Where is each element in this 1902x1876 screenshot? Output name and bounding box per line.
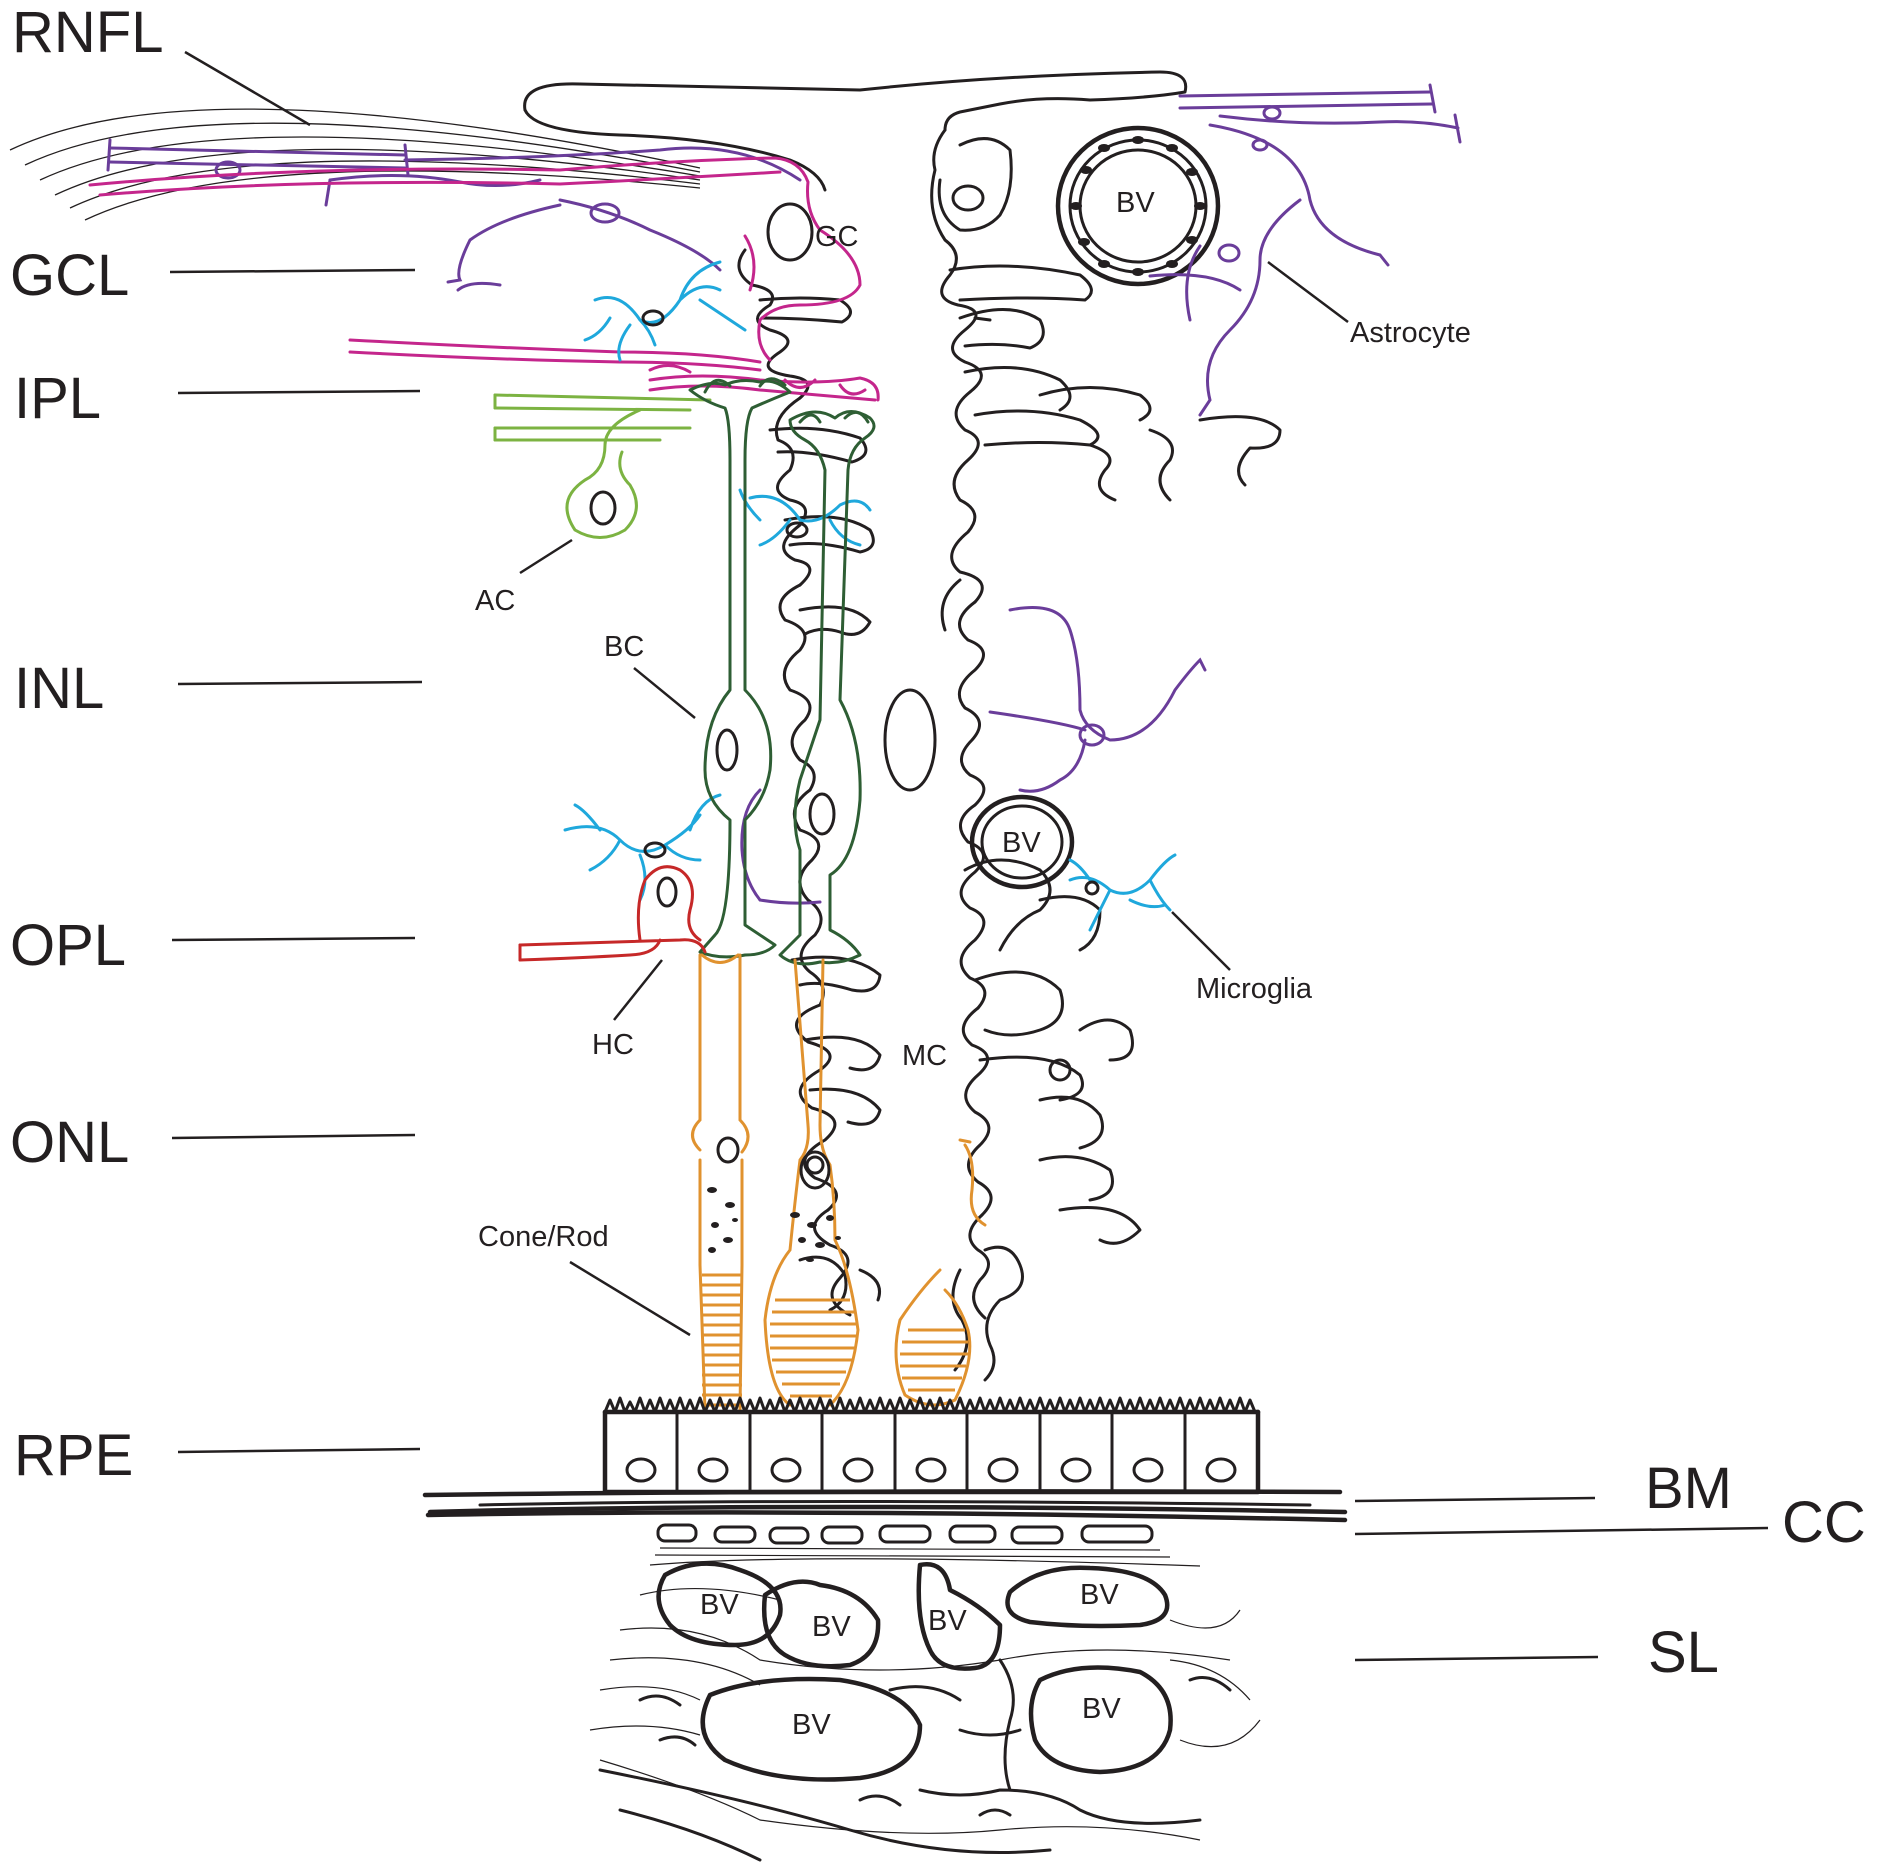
amacrine-cell xyxy=(493,393,712,539)
astrocytes xyxy=(106,83,1462,905)
bruchs-membrane xyxy=(422,1489,1348,1515)
microglia-nucleus-opl xyxy=(643,841,667,859)
choroid-stroma: BV BV BV BV BV BV xyxy=(589,1558,1261,1862)
choroid-vessel-3-label: BV xyxy=(928,1605,967,1637)
leader-rnfl xyxy=(184,50,311,127)
outer-segment-hatching xyxy=(702,1273,968,1407)
horizontal-cell xyxy=(518,865,707,962)
choroid-vessel-5 xyxy=(700,1676,923,1782)
cone-rod-label: Cone/Rod xyxy=(478,1221,609,1253)
leader-gcl xyxy=(169,268,416,274)
choroid-vessel-1-label: BV xyxy=(700,1589,739,1621)
bc-label: BC xyxy=(604,631,644,663)
choroid-vessel-6 xyxy=(1028,1665,1173,1775)
choriocapillaris xyxy=(425,1510,1348,1558)
label-bm: BM xyxy=(1645,1456,1732,1521)
label-onl: ONL xyxy=(10,1110,129,1175)
vessel-upper xyxy=(1055,125,1221,287)
astrocyte-leader xyxy=(1267,261,1349,323)
choroid-vessel-2-label: BV xyxy=(812,1611,851,1643)
label-rnfl: RNFL xyxy=(12,0,163,65)
vessel-middle xyxy=(969,794,1075,890)
leader-ipl xyxy=(177,389,421,395)
vessel-middle-label: BV xyxy=(1002,827,1041,859)
microglia-nucleus-right xyxy=(1084,880,1100,896)
label-sl: SL xyxy=(1648,1620,1719,1685)
muller-cell xyxy=(523,70,1282,1382)
choroid-vessel-2 xyxy=(762,1579,881,1669)
microglia-nucleus-ipl xyxy=(641,309,665,327)
ac-nucleus xyxy=(589,490,617,526)
bc-leader xyxy=(633,667,696,719)
leader-sl xyxy=(1354,1655,1599,1662)
cone-rod-leader xyxy=(569,1260,691,1337)
leader-bm xyxy=(1354,1496,1596,1503)
retinal-vessels: BV BV xyxy=(969,125,1221,890)
microglia-nucleus-inl xyxy=(785,521,809,539)
bipolar-cells xyxy=(688,377,876,966)
choroid-vessel-4-label: BV xyxy=(1080,1579,1119,1611)
inner-limiting-membrane xyxy=(523,70,1188,132)
leader-onl xyxy=(171,1133,416,1140)
choroid-vessel-6-label: BV xyxy=(1082,1693,1121,1725)
leader-cc xyxy=(1354,1526,1769,1536)
label-ipl: IPL xyxy=(14,366,101,431)
label-cc: CC xyxy=(1782,1490,1866,1555)
choroid-vessel-5-label: BV xyxy=(792,1709,831,1741)
choroid-vessel-4 xyxy=(1005,1565,1170,1629)
ac-leader xyxy=(519,538,573,575)
gc-nucleus xyxy=(766,202,814,262)
cell-labels: AC BC HC MC Cone/Rod Astrocyte Microglia xyxy=(475,261,1471,1337)
leader-inl xyxy=(177,680,423,686)
bc1-nucleus xyxy=(715,728,739,772)
astrocyte-label: Astrocyte xyxy=(1350,317,1471,349)
mc-label: MC xyxy=(902,1040,947,1072)
label-opl: OPL xyxy=(10,913,126,978)
choroid-vessel-3 xyxy=(916,1562,1003,1671)
vessel-upper-label: BV xyxy=(1116,187,1155,219)
ganglion-cell: GC xyxy=(88,156,880,402)
layer-labels: RNFL GCL IPL INL OPL ONL RPE BM CC SL xyxy=(10,0,1866,1685)
leader-rpe xyxy=(177,1447,421,1454)
hc-label: HC xyxy=(592,1029,634,1061)
nerve-fibers xyxy=(9,108,701,221)
photoreceptor-details xyxy=(707,1136,841,1262)
hc-nucleus xyxy=(656,876,678,908)
leader-opl xyxy=(171,936,416,942)
gc-label: GC xyxy=(815,221,859,253)
label-inl: INL xyxy=(14,656,104,721)
ac-label: AC xyxy=(475,585,515,617)
label-rpe: RPE xyxy=(14,1423,133,1488)
microglia-label: Microglia xyxy=(1196,973,1313,1005)
rpe-layer xyxy=(602,1396,1261,1495)
label-gcl: GCL xyxy=(10,243,129,308)
bc2-nucleus xyxy=(808,792,836,836)
hc-leader xyxy=(613,959,663,1021)
microglia-leader xyxy=(1171,911,1231,971)
